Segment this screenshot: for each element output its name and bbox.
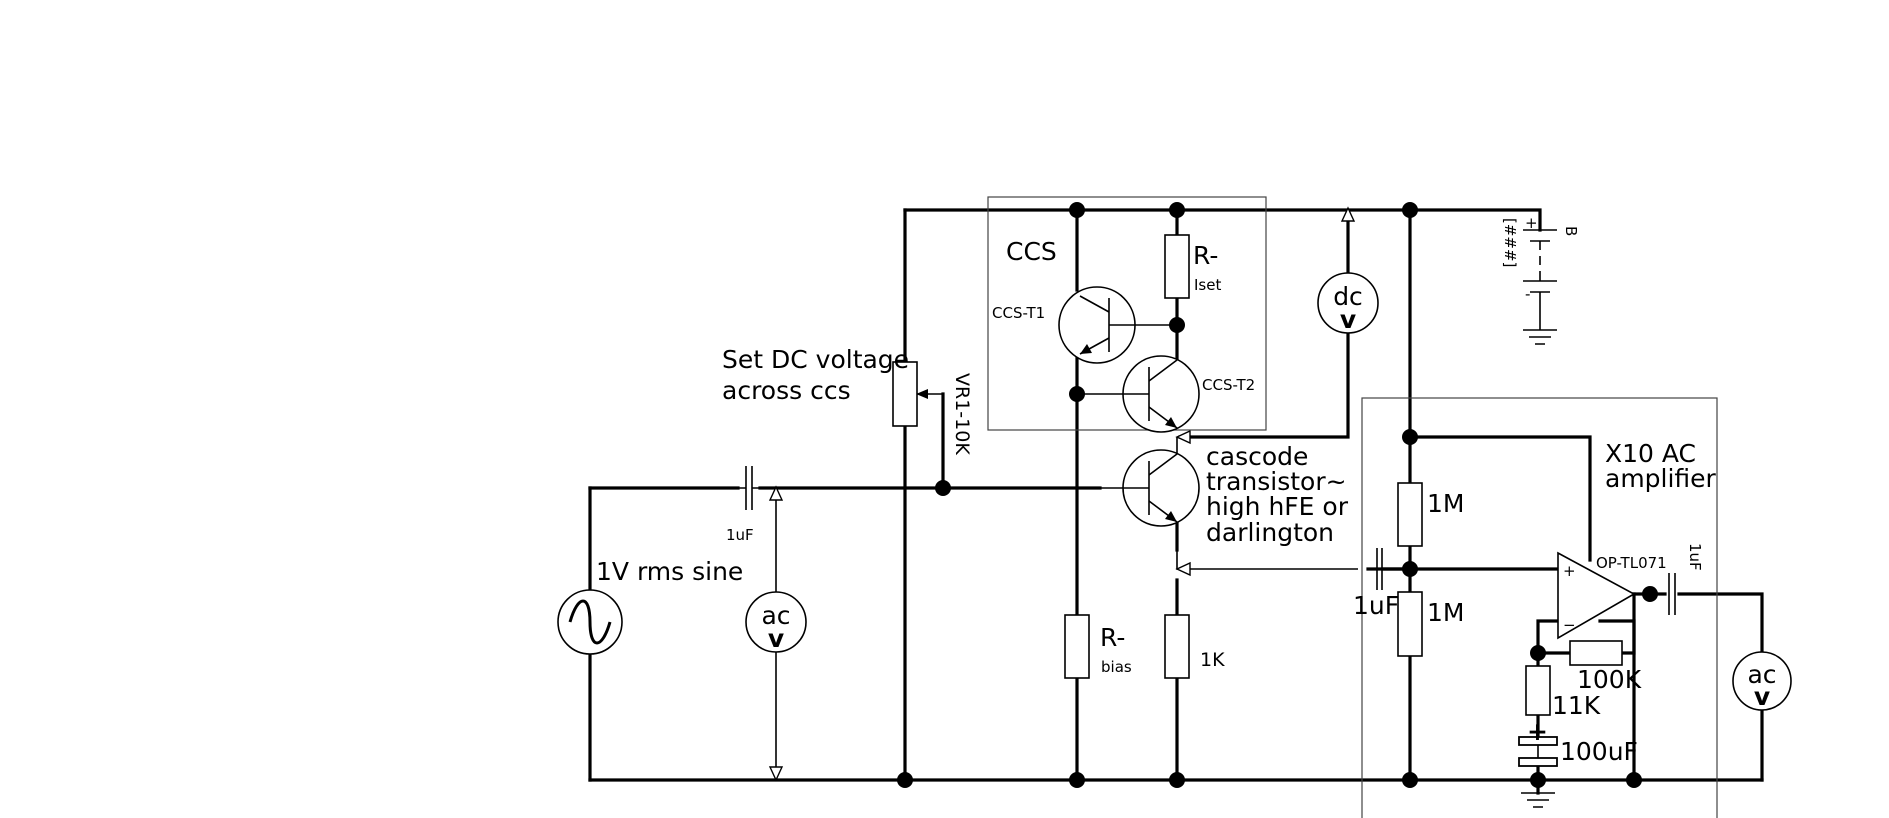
ac-meter-in-v: v [768,624,784,653]
ccs-box [987,196,1267,431]
r-iset-sublabel: Iset [1194,276,1221,294]
battery-minus: - [1525,285,1530,303]
r-100k-label: 100K [1577,665,1642,694]
r-1m-bottom-resistor [1397,591,1423,657]
cap-100uf-polarity: + [1527,717,1548,746]
dc-meter-label: dc [1333,282,1363,311]
ac-meter-output [1732,651,1792,711]
cap-output [1668,573,1676,615]
amplifier-label-line2: amplifier [1605,464,1717,493]
cap-amp-input-label: 1uF [1353,591,1399,620]
t2-sense-arrow [1175,429,1191,445]
sine-source-label: 1V rms sine [596,557,743,586]
cascode-transistor [1100,437,1200,527]
amplifier-box [1361,397,1718,818]
r-bias-label: R- [1100,623,1125,652]
cap-output-label: 1uF [1686,543,1704,571]
ac-meter-in-top-arrow [768,485,784,501]
vr1-potentiometer [892,361,918,427]
r-iset-resistor [1164,234,1190,299]
ccs-t2-label: CCS-T2 [1202,376,1255,394]
battery-value: [###] [1501,218,1519,267]
junction-dots [897,202,1658,788]
cap-input-label: 1uF [726,526,754,544]
cascode-label-line2: transistor~ [1206,467,1347,496]
ac-meter-input [745,591,807,653]
dc-meter-arrow [1340,206,1356,222]
battery-ground-icon [1523,329,1557,345]
battery-plus: + [1525,214,1538,232]
battery-name: B [1562,226,1580,236]
ac-meter-in-bottom-arrow [768,766,784,782]
dc-meter [1317,272,1379,334]
r-100k-resistor [1569,640,1623,666]
cascode-label-line4: darlington [1206,518,1334,547]
r-1m-bottom-label: 1M [1427,598,1464,627]
arrowheads [768,206,1356,782]
ac-meter-out-v: v [1754,682,1770,711]
ccs-label: CCS [1006,237,1057,266]
amplifier-label-line1: X10 AC [1605,439,1696,468]
set-dc-label-line2: across ccs [722,376,851,405]
amplifier-ground-icon [1521,792,1555,808]
ac-meter-out-label: ac [1747,660,1776,689]
ccs-t1-transistor [1058,286,1177,364]
r-11k-resistor [1525,665,1551,716]
cascode-label-line1: cascode [1206,442,1308,471]
r-1m-top-resistor [1397,482,1423,547]
ccs-t1-label: CCS-T1 [992,304,1045,322]
r-bias-resistor [1064,614,1090,679]
r-1k-resistor [1164,614,1190,679]
vr1-label: VR1-10K [951,373,973,455]
dc-meter-v: v [1340,305,1356,334]
set-dc-label-line1: Set DC voltage [722,345,909,374]
opamp-minus: − [1563,616,1576,634]
sine-source [557,589,623,655]
cap-100uf [1518,736,1558,767]
ac-meter-in-label: ac [761,601,790,630]
cap-input [738,466,760,510]
r-bias-sublabel: bias [1101,658,1132,676]
opamp-label: OP-TL071 [1596,554,1667,572]
r-11k-label: 11K [1552,691,1601,720]
r-1k-label: 1K [1200,649,1225,671]
cap-amp-input [1376,548,1383,590]
cap-100uf-label: 100uF [1560,737,1638,766]
ccs-t2-transistor [1077,355,1200,433]
cascode-label-line3: high hFE or [1206,492,1349,521]
opamp-plus: + [1563,562,1576,580]
opamp-tl071 [1557,551,1636,640]
r-1m-top-label: 1M [1427,489,1464,518]
r-iset-label: R- [1193,241,1218,270]
battery-b [1523,229,1557,330]
vr1-wiper-arrow [916,389,928,399]
emitter-sense-arrow [1175,561,1191,577]
